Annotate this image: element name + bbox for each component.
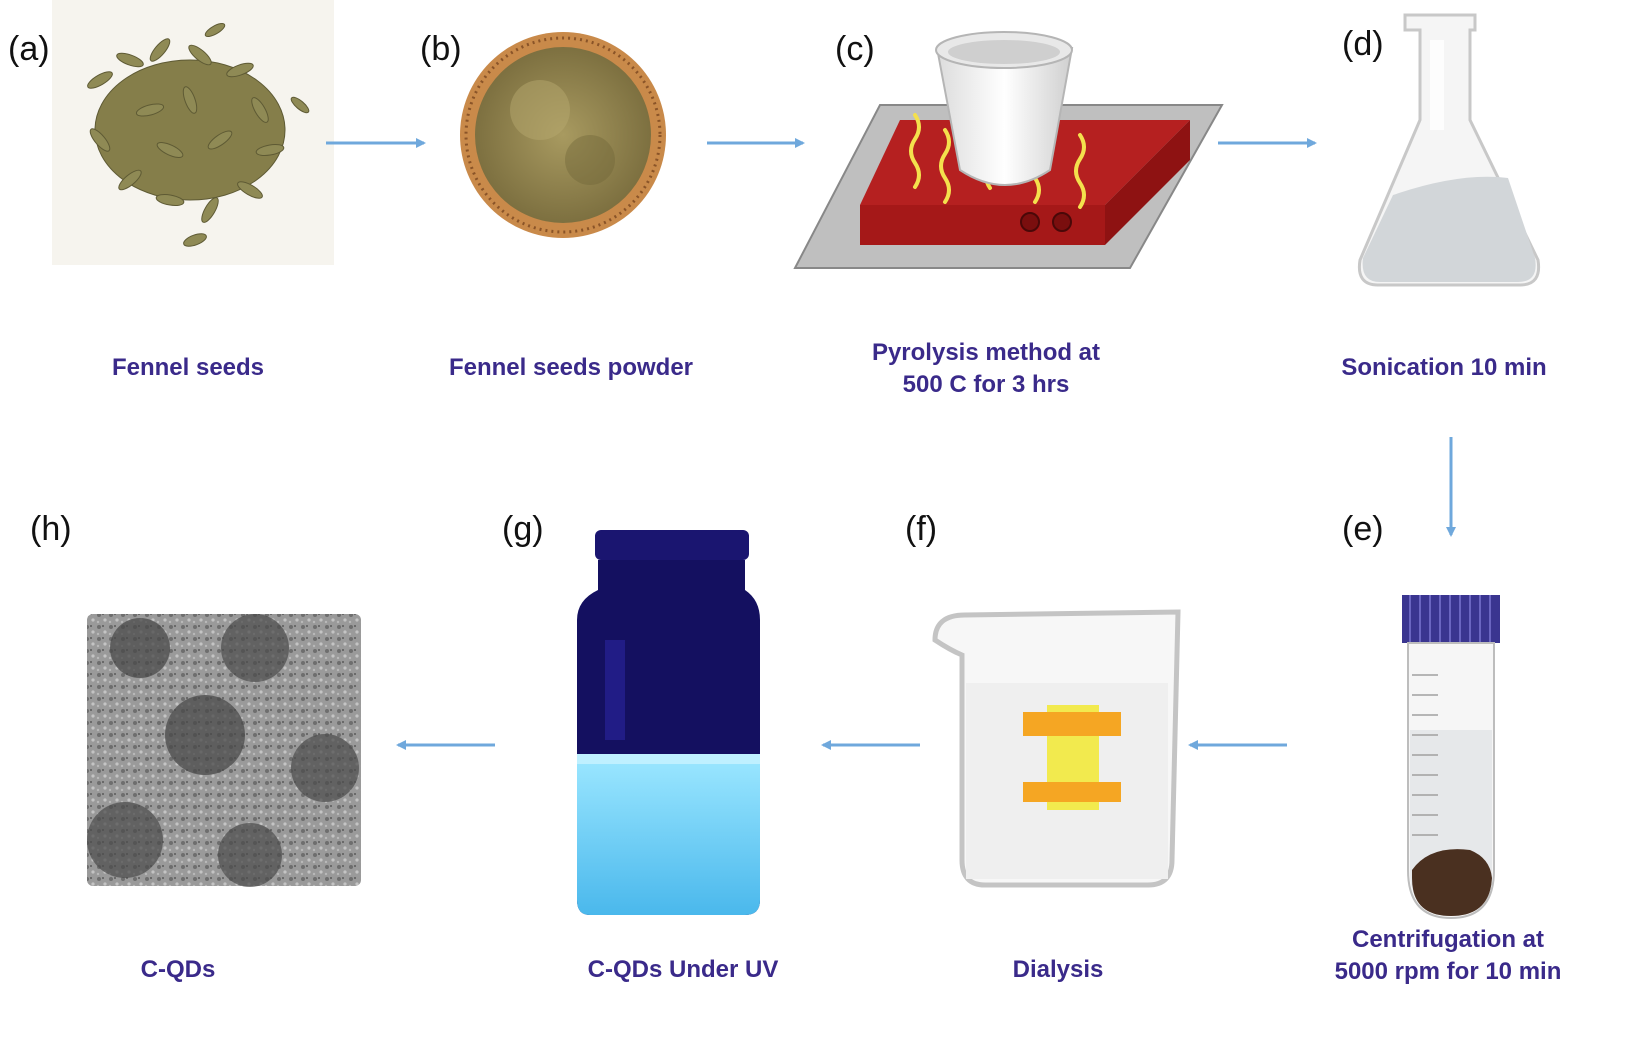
caption-dialysis: Dialysis <box>958 954 1158 986</box>
step-letter-h: (h) <box>30 510 72 548</box>
caption-pyrolysis: Pyrolysis method at 500 C for 3 hrs <box>836 337 1136 401</box>
caption-line: 500 C for 3 hrs <box>902 371 1070 398</box>
uv-vial <box>577 530 760 915</box>
caption-line: C-QDs <box>140 956 216 983</box>
caption-fennel-powder: Fennel seeds powder <box>421 352 721 384</box>
caption-line: Dialysis <box>1012 956 1104 983</box>
flow-arrows <box>326 138 1456 750</box>
tem-image <box>87 614 361 887</box>
caption-line: Centrifugation at <box>1352 926 1544 953</box>
caption-line: 5000 rpm for 10 min <box>1334 958 1562 985</box>
caption-uv: C-QDs Under UV <box>563 954 803 986</box>
fennel-seeds-image <box>52 0 334 265</box>
caption-line: Sonication 10 min <box>1341 354 1547 381</box>
caption-line: Pyrolysis method at <box>871 339 1101 366</box>
caption-cqds: C-QDs <box>118 954 238 986</box>
dialysis-beaker <box>932 609 1181 888</box>
caption-line: Fennel seeds powder <box>448 354 694 381</box>
step-letter-c: (c) <box>835 30 875 68</box>
step-letter-d: (d) <box>1342 25 1384 63</box>
step-letter-g: (g) <box>502 510 544 548</box>
caption-line: Fennel seeds <box>111 354 265 381</box>
erlenmeyer-flask <box>1357 13 1541 287</box>
caption-line: C-QDs Under UV <box>587 956 779 983</box>
caption-sonication: Sonication 10 min <box>1324 352 1564 384</box>
centrifuge-tube <box>1402 595 1500 920</box>
step-letter-b: (b) <box>420 30 462 68</box>
step-letter-e: (e) <box>1342 510 1384 548</box>
hotplate-illustration <box>793 31 1224 269</box>
powder-bowl-image <box>460 32 666 238</box>
caption-centrifugation: Centrifugation at 5000 rpm for 10 min <box>1313 924 1583 988</box>
step-letter-f: (f) <box>905 510 938 548</box>
caption-fennel-seeds: Fennel seeds <box>88 352 288 384</box>
step-letter-a: (a) <box>8 30 50 68</box>
